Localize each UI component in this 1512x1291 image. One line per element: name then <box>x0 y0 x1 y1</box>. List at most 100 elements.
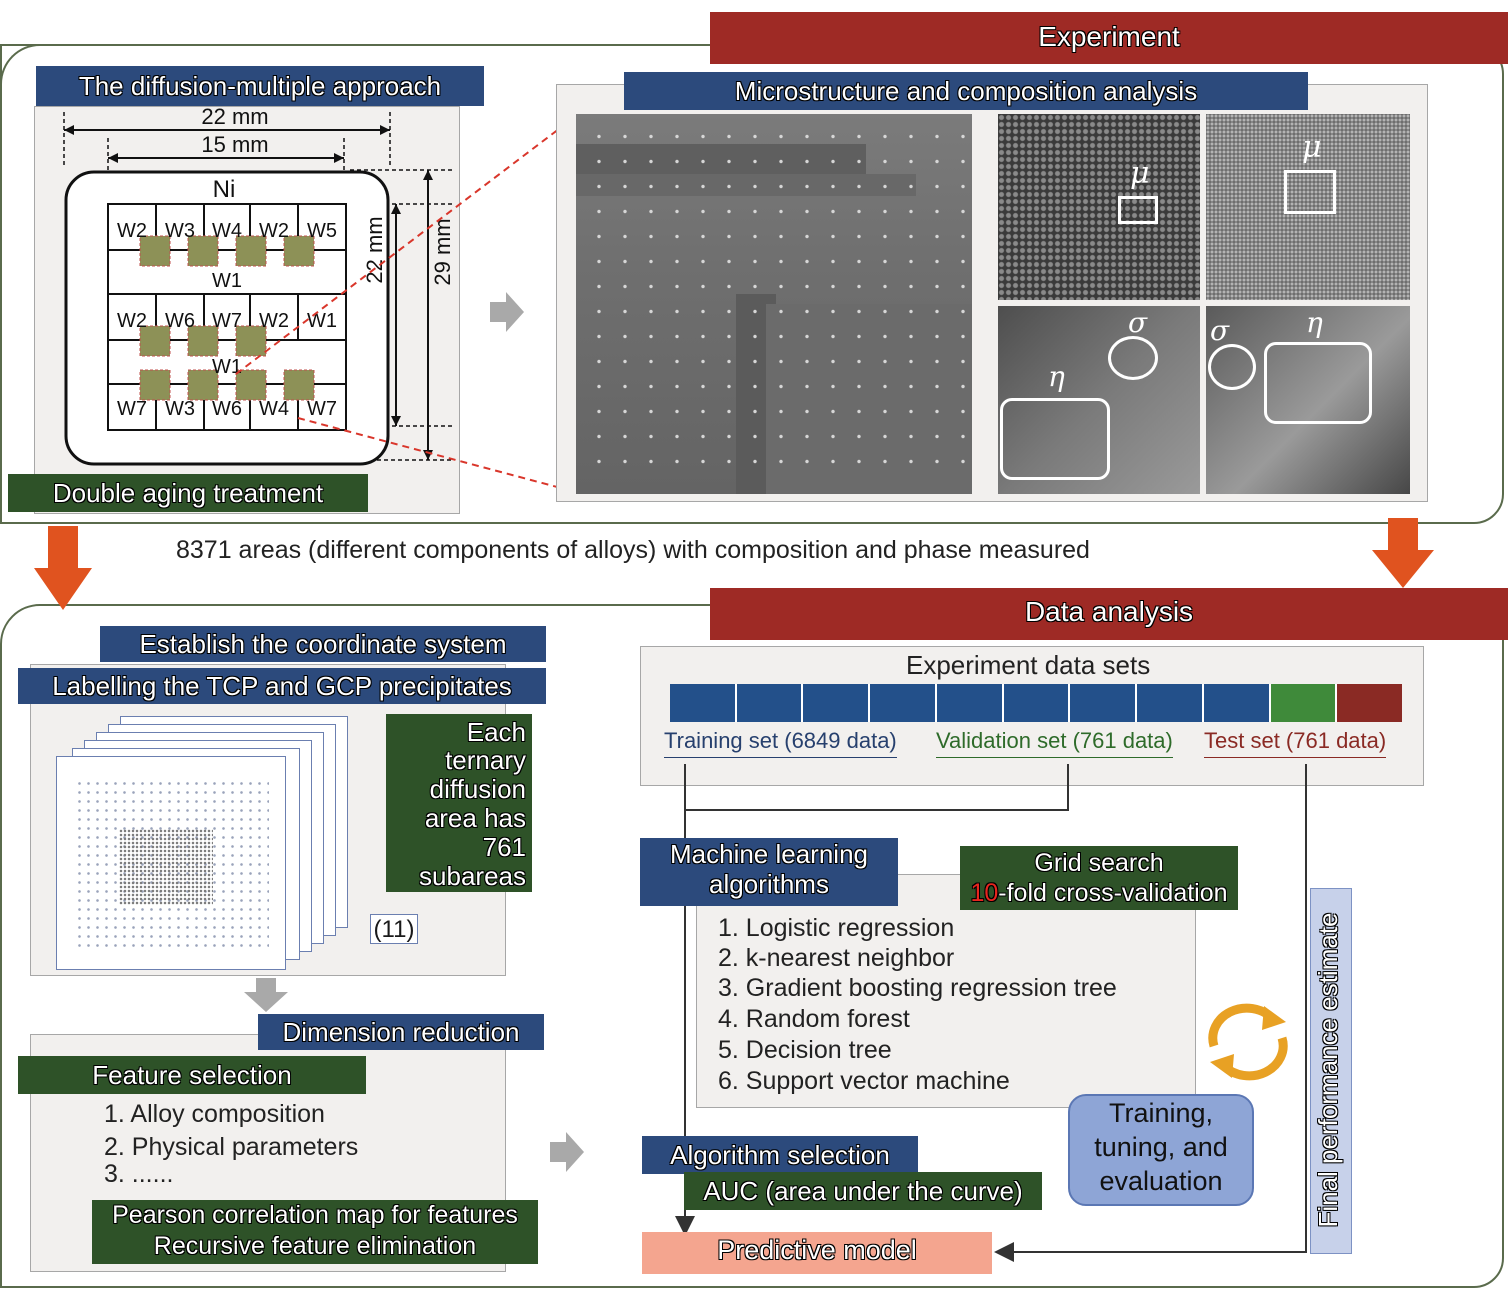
dataset-bar <box>670 684 1403 722</box>
algorithm-item-2: 2. k-nearest neighbor <box>718 944 955 972</box>
ml-title-line-2: algorithms <box>709 869 829 899</box>
training-tuning-line-3: evaluation <box>1099 1166 1223 1196</box>
grid-search-label: Grid search <box>1034 849 1164 877</box>
cell-r3c2: W3 <box>165 398 195 420</box>
cell-r1c4: W2 <box>259 220 289 242</box>
microstructure-title: Microstructure and composition analysis <box>624 72 1308 110</box>
ml-panel <box>696 874 1196 1108</box>
double-aging-label: Double aging treatment <box>8 474 368 512</box>
subareas-line-3: diffusion <box>429 774 526 804</box>
training-set-label: Training set (6849 data) <box>664 728 897 758</box>
algorithm-item-3: 3. Gradient boosting regression tree <box>718 974 1117 1002</box>
measured-caption: 8371 areas (different components of allo… <box>176 536 1090 564</box>
map-stack <box>56 716 356 976</box>
right-arrow-grey-icon <box>550 1132 584 1172</box>
test-set-label: Test set (761 data) <box>1204 728 1387 758</box>
phase-sigma-1: σ <box>1128 306 1148 339</box>
predictive-model-box <box>642 1232 992 1274</box>
subareas-line-6: subareas <box>419 861 526 891</box>
subareas-line-4: area has <box>424 803 526 833</box>
algorithm-item-6: 6. Support vector machine <box>718 1067 1010 1095</box>
bar-train-5 <box>936 684 1004 722</box>
bar-train-4 <box>870 684 937 722</box>
grid-row-1: W2 W3 W4 W2 W5 <box>108 220 348 246</box>
subareas-label-box <box>386 714 532 892</box>
cell-r1c5: W5 <box>307 220 337 242</box>
dim-22mm-label: 22 mm <box>201 104 269 129</box>
experiment-outline-corner <box>0 44 60 104</box>
ml-title-box <box>640 838 898 906</box>
cell-r2c1: W2 <box>117 310 147 332</box>
down-arrow-grey-icon <box>244 978 288 1012</box>
predictive-model-label: Predictive model <box>717 1235 917 1265</box>
algorithm-item-5: 5. Decision tree <box>718 1036 892 1064</box>
analysis-banner: Data analysis <box>710 588 1508 640</box>
coordinate-title: Establish the coordinate system <box>100 626 546 662</box>
dimension-reduction-title: Dimension reduction <box>258 1014 544 1050</box>
grid-row-3: W7 W3 W6 W4 W7 <box>108 398 348 424</box>
dim-15mm-label: 15 mm <box>201 132 269 157</box>
cv-number: 10 <box>970 879 999 907</box>
subareas-line-2: ternary <box>445 745 526 775</box>
feature-item-2: 2. Physical parameters <box>104 1133 359 1161</box>
final-estimate-label: Final performance estimate <box>1313 912 1343 1228</box>
phase-eta-2: η <box>1306 306 1323 339</box>
phase-mu-1: μ <box>1130 156 1150 191</box>
cell-r3c5: W7 <box>307 398 337 420</box>
w1-label-b: W1 <box>212 356 242 378</box>
algorithm-item-1: 1. Logistic regression <box>718 914 955 942</box>
feature-item-1: 1. Alloy composition <box>104 1100 325 1128</box>
cell-r2c4: W2 <box>259 310 289 332</box>
feature-item-3: 3. ...... <box>104 1160 174 1188</box>
stack-count-label: (11) <box>370 914 418 944</box>
ml-title-line-1: Machine learning <box>669 839 868 869</box>
cycle-arrows-icon <box>1208 1003 1288 1081</box>
cell-r2c3: W7 <box>212 310 242 332</box>
cell-r1c1: W2 <box>117 220 147 242</box>
pearson-line-2: Recursive feature elimination <box>153 1232 477 1260</box>
final-estimate-box <box>1310 888 1352 1254</box>
cell-r2c2: W6 <box>165 310 195 332</box>
bar-train-9 <box>1203 684 1271 722</box>
validation-set-label: Validation set (761 data) <box>936 728 1173 758</box>
experiment-banner: Experiment <box>710 12 1508 64</box>
algorithm-selection-label: Algorithm selection <box>642 1136 918 1174</box>
sem-dot-grid <box>586 124 966 484</box>
phase-eta-1: η <box>1048 360 1065 393</box>
cell-r3c3: W6 <box>212 398 242 420</box>
eta-box-1 <box>1000 398 1110 480</box>
cell-r3c1: W7 <box>117 398 147 420</box>
labelling-title: Labelling the TCP and GCP precipitates <box>18 668 546 704</box>
ni-label: Ni <box>212 176 236 203</box>
cv-label: 10-fold cross-validation <box>960 879 1238 908</box>
right-arrow-icon <box>490 292 524 332</box>
sem-overview-image <box>576 114 972 494</box>
pearson-box <box>92 1200 538 1264</box>
training-tuning-line-1: Training, <box>1108 1098 1214 1128</box>
sigma-circle-2 <box>1208 344 1256 390</box>
bar-train-6 <box>1003 684 1071 722</box>
cell-r1c3: W4 <box>212 220 242 242</box>
subareas-line-1: Each <box>466 717 526 747</box>
bar-train-3 <box>803 684 871 722</box>
w1-label-a: W1 <box>212 270 242 292</box>
subareas-line-5: 761 <box>482 832 526 862</box>
cv-rest: -fold cross-validation <box>998 879 1228 907</box>
bar-train-1 <box>670 684 737 722</box>
sem-image-3: σ η <box>998 306 1200 494</box>
down-arrow-right-icon <box>1372 518 1434 588</box>
eta-box-2 <box>1264 342 1372 424</box>
feature-selection-title: Feature selection <box>18 1056 366 1094</box>
grid-search-box <box>960 846 1238 910</box>
phase-mu-2: μ <box>1302 130 1322 165</box>
bar-train-8 <box>1137 684 1204 722</box>
phase-sigma-2: σ <box>1210 314 1230 347</box>
cell-r3c4: W4 <box>259 398 289 420</box>
map-dense-region <box>119 829 213 905</box>
algorithm-item-4: 4. Random forest <box>718 1005 910 1033</box>
diffusion-multiple-diagram <box>63 112 452 466</box>
mu-box-2 <box>1284 170 1336 214</box>
bar-test <box>1337 684 1403 722</box>
bar-validation <box>1270 684 1338 722</box>
mu-box-1 <box>1118 196 1158 224</box>
